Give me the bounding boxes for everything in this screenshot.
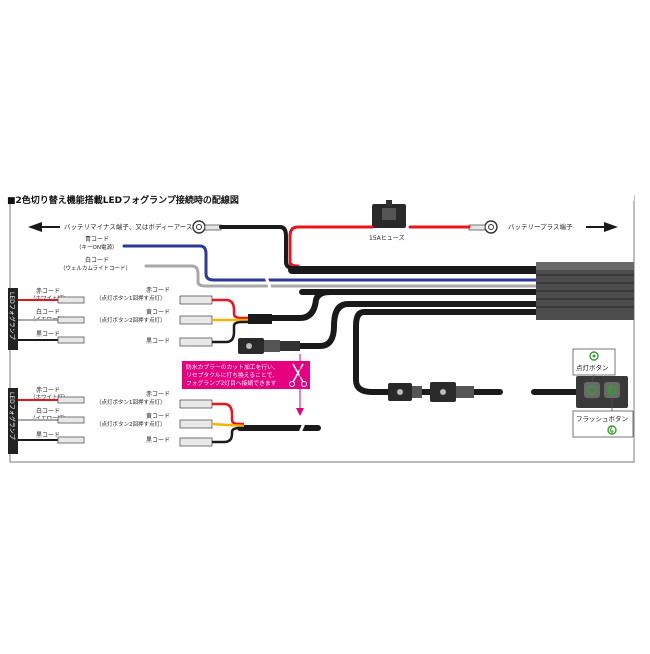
mid-red-sub-1: （点灯ボタン1回押す点灯） bbox=[96, 294, 166, 302]
left-red-label-2: 赤コード bbox=[36, 387, 60, 394]
break-mark-mid bbox=[343, 337, 349, 359]
battery-minus-label: バッテリマイナス端子、又はボディーアース bbox=[64, 222, 192, 231]
switch-on-pointer bbox=[591, 374, 595, 384]
mid-yellow-label-2: 黄コード bbox=[146, 412, 170, 420]
battery-plus-label: バッテリープラス端子 bbox=[508, 222, 573, 231]
right-arrow-icon bbox=[586, 222, 618, 232]
switch-flash-callout bbox=[572, 410, 634, 438]
switch-on-callout bbox=[572, 348, 616, 376]
mid-yellow-sub-1: （点灯ボタン2回押す点灯） bbox=[96, 316, 166, 324]
mid-red-label-2: 赤コード bbox=[146, 391, 170, 398]
mid-red-label-1: 赤コード bbox=[146, 287, 170, 294]
note-box bbox=[182, 361, 310, 389]
left-white-label-2: 白コード bbox=[36, 407, 60, 415]
mid-black-label-2: 黒コード bbox=[146, 437, 170, 444]
switch-connector-icon bbox=[388, 382, 474, 402]
fog-lamp-2-label: LEDフォグランプ bbox=[8, 392, 16, 440]
switch-panel bbox=[576, 376, 628, 408]
fuse-label: 15Aヒューズ bbox=[369, 234, 404, 242]
fuse-holder-icon bbox=[372, 200, 406, 228]
note-line-2: リセプタクルに打ち換えることで、 bbox=[186, 371, 278, 379]
note-line-1: 防水カプラーのカット加工を行い、 bbox=[186, 363, 279, 371]
break-mark-top bbox=[265, 261, 271, 303]
left-white-sub-2: （イエロー灯） bbox=[30, 414, 68, 422]
waterproof-connector-icon bbox=[238, 338, 300, 354]
lamp-1-terminals bbox=[18, 296, 85, 344]
diagram-title: ■2色切り替え機能搭載LEDフォグランプ接続時の配線図 bbox=[7, 194, 239, 206]
mid-yellow-sub-2: （点灯ボタン2回押す点灯） bbox=[96, 420, 166, 428]
fog-lamp-1-label: LEDフォグランプ bbox=[8, 292, 16, 340]
left-white-label-1: 白コード bbox=[36, 308, 60, 316]
lamp-2-terminals bbox=[18, 396, 85, 444]
fog-lamp-2-bar bbox=[8, 388, 18, 454]
switch-bundle bbox=[353, 309, 539, 395]
wire-bundle-2 bbox=[267, 289, 333, 321]
control-box bbox=[536, 262, 634, 320]
fog-lamp-1-bar bbox=[8, 288, 18, 350]
blue-wire bbox=[122, 244, 538, 282]
left-black-label-1: 黒コード bbox=[36, 331, 60, 338]
flash-button-icon bbox=[607, 425, 617, 435]
power-icon bbox=[587, 385, 597, 395]
harness-1-terminals bbox=[179, 295, 272, 347]
break-mark-lower bbox=[299, 417, 305, 439]
mid-black-label-1: 黒コード bbox=[146, 338, 170, 345]
left-black-label-2: 黒コード bbox=[36, 432, 60, 439]
scissors-icon bbox=[289, 363, 307, 387]
blue-cord-sub: （キーON電源） bbox=[76, 243, 117, 251]
white-cord-label: 白コード bbox=[85, 256, 109, 264]
title-bg bbox=[6, 191, 634, 201]
flash-icon bbox=[607, 385, 617, 396]
left-red-label-1: 赤コード bbox=[36, 288, 60, 295]
left-arrow-icon bbox=[28, 222, 60, 232]
wire-bundle-3 bbox=[297, 301, 539, 349]
switch-flash-label: フラッシュボタン bbox=[576, 414, 628, 423]
break-mark-right bbox=[509, 383, 515, 405]
left-red-sub-2: （ホワイト灯） bbox=[30, 393, 69, 401]
gray-wire bbox=[144, 264, 538, 288]
white-cord-sub: （ウェルカムライトコード） bbox=[60, 264, 131, 272]
note-arrow-icon bbox=[296, 408, 304, 416]
note-line-3: フォグランプ2灯目へ接続できます bbox=[186, 379, 277, 387]
ring-terminal-right-icon bbox=[468, 220, 498, 234]
harness-2-terminals bbox=[179, 399, 245, 447]
mid-yellow-label-1: 黄コード bbox=[146, 308, 170, 316]
diagram-frame bbox=[9, 195, 635, 463]
left-red-sub-1: （ホワイト灯） bbox=[30, 294, 69, 302]
mid-red-sub-2: （点灯ボタン1回押す点灯） bbox=[96, 398, 166, 406]
switch-on-label: 点灯ボタン bbox=[576, 363, 609, 372]
power-button-icon bbox=[589, 351, 599, 361]
battery-plus-wire bbox=[288, 225, 471, 268]
blue-cord-label: 青コード bbox=[85, 235, 109, 243]
